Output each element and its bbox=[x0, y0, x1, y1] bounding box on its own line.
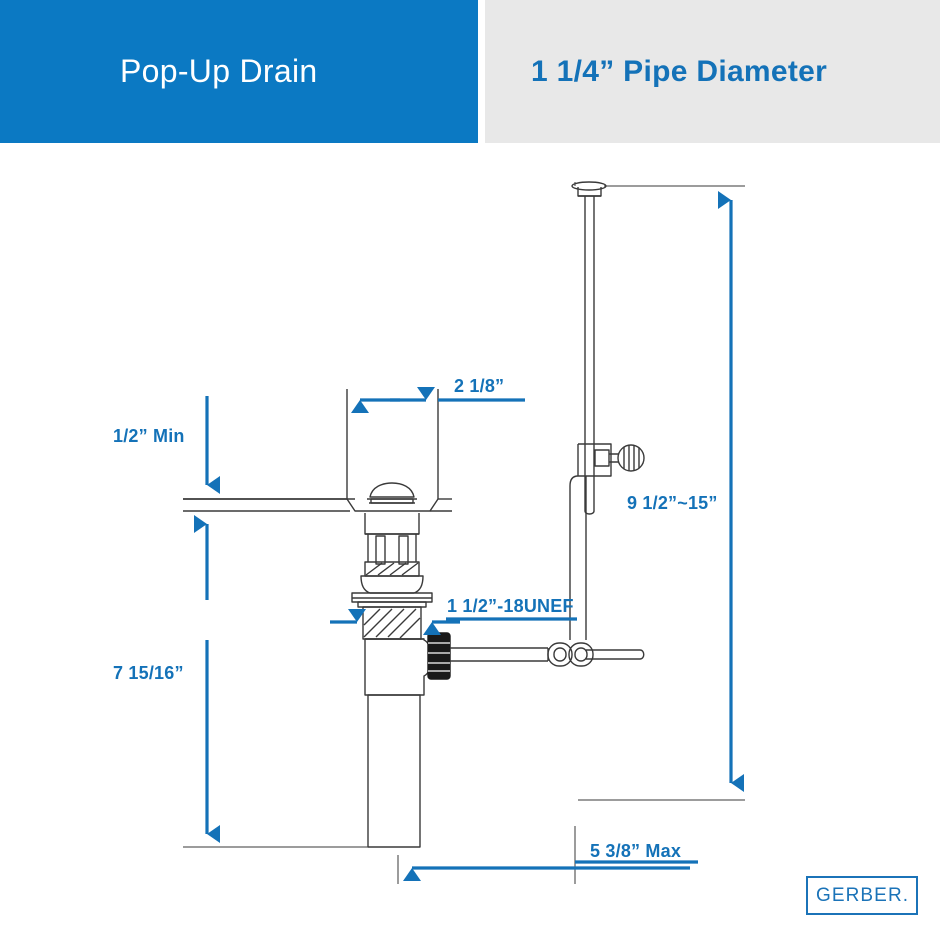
gerber-brand-logo: GERBER. bbox=[806, 876, 918, 915]
product-name-title: Pop-Up Drain bbox=[120, 53, 318, 89]
stopper-support-posts bbox=[375, 535, 409, 565]
dimension-label-overall-height: 7 15/16” bbox=[113, 663, 184, 683]
brand-name-text: GERBER bbox=[815, 884, 903, 906]
pop-up-stopper-cap bbox=[367, 482, 417, 504]
dimension-lines bbox=[194, 191, 744, 881]
pipe-diameter-title: 1 1/4” Pipe Diameter bbox=[531, 54, 828, 88]
lift-rod-clevis-bracket bbox=[569, 443, 619, 640]
lift-rod-knob bbox=[571, 181, 607, 197]
drain-body bbox=[364, 638, 431, 696]
dimension-label-thread-spec: 1 1/2”-18UNEF bbox=[447, 596, 574, 616]
secondary-title-banner: 1 1/4” Pipe Diameter bbox=[485, 0, 940, 143]
set-screw-knob bbox=[617, 444, 645, 472]
brand-mark-dot: . bbox=[902, 884, 909, 906]
pivot-nut bbox=[427, 632, 451, 680]
primary-title-banner: Pop-Up Drain bbox=[0, 0, 478, 143]
upper-threaded-ring bbox=[364, 561, 420, 577]
drain-upper-collar bbox=[364, 513, 420, 562]
drain-tailpiece bbox=[367, 694, 421, 848]
pivot-rod bbox=[450, 647, 645, 662]
dimension-label-pivot-rod-reach: 5 3/8” Max bbox=[590, 841, 682, 861]
lift-rod bbox=[584, 196, 595, 515]
dimension-label-flange-diameter: 2 1/8” bbox=[454, 376, 505, 396]
unef-threaded-section bbox=[362, 606, 422, 640]
clevis-links bbox=[547, 642, 594, 667]
dimension-label-lift-rod-height: 9 1/2”~15” bbox=[627, 493, 718, 513]
extension-lines bbox=[183, 182, 745, 884]
dimension-label-deck-thickness: 1/2” Min bbox=[113, 426, 185, 446]
sink-basin-outline bbox=[183, 389, 452, 512]
drain-flange-body bbox=[351, 575, 433, 608]
product-line-art bbox=[183, 181, 645, 848]
